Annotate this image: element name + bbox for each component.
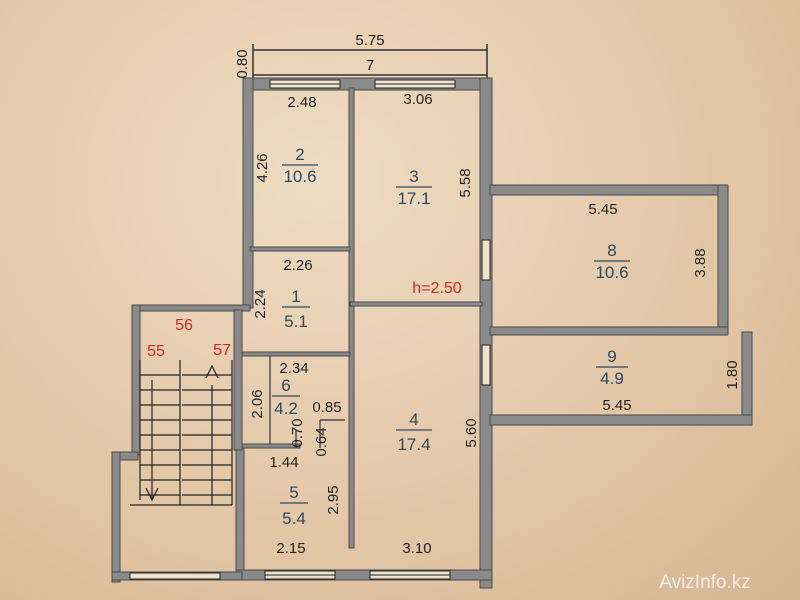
dim-room6-height: 2.06 (249, 389, 266, 418)
room-2: 2 10.6 (282, 145, 318, 186)
room-number: 2 (295, 145, 304, 164)
room-4: 4 17.4 (396, 410, 432, 454)
room-number: 3 (409, 167, 418, 186)
dim-room5-width: 2.15 (276, 540, 305, 557)
room-number: 8 (607, 241, 616, 260)
room-lines (269, 356, 345, 448)
room-number: 9 (607, 347, 616, 366)
room-area: 5.1 (284, 312, 308, 331)
room-number: 5 (289, 483, 298, 502)
dim-room5-height: 2.95 (325, 485, 342, 514)
dim-room1-width: 2.26 (283, 257, 312, 274)
room-9: 9 4.9 (596, 347, 628, 388)
staircase (130, 360, 233, 506)
room-area: 17.1 (397, 189, 430, 208)
dim-room3-width: 3.06 (403, 91, 432, 108)
room-area: 17.4 (397, 435, 430, 454)
dim-room4-width: 3.10 (402, 540, 431, 557)
dim-top-offset: 0.80 (234, 49, 251, 78)
dim-top-inner: 7 (366, 57, 374, 74)
dim-144: 1.44 (269, 454, 298, 471)
room-number: 4 (409, 410, 418, 429)
marker-56: 56 (175, 317, 193, 334)
watermark: AvizInfo.kz (659, 572, 751, 593)
dim-room6-width: 2.34 (279, 360, 308, 377)
dim-room3-height: 5.58 (457, 168, 474, 197)
room-1: 1 5.1 (282, 287, 310, 331)
top-dimension-line (252, 44, 488, 78)
dim-room2-height: 4.26 (254, 153, 271, 182)
dim-085: 0.85 (312, 399, 341, 416)
dim-room8-width: 5.45 (588, 201, 617, 218)
room-area: 4.2 (274, 399, 298, 418)
room-8: 8 10.6 (594, 241, 630, 282)
room-6: 6 4.2 (272, 376, 300, 418)
room-area: 10.6 (595, 263, 628, 282)
dim-room1-height: 2.24 (252, 289, 269, 318)
dim-room9-height: 1.80 (724, 360, 741, 389)
dim-room8-height: 3.88 (692, 248, 709, 277)
room-area: 4.9 (600, 369, 624, 388)
room-number: 6 (281, 376, 290, 395)
dim-070: 0.70 (289, 418, 306, 447)
dim-room9-width: 5.45 (602, 397, 631, 414)
marker-55: 55 (147, 343, 165, 360)
room-area: 10.6 (283, 167, 316, 186)
ceiling-height-label: h=2.50 (412, 280, 461, 297)
room-area: 5.4 (282, 509, 306, 528)
dim-room4-height: 5.60 (463, 418, 480, 447)
dim-room2-width: 2.48 (287, 94, 316, 111)
room-5: 5 5.4 (280, 483, 308, 528)
dim-top-width: 5.75 (355, 32, 384, 49)
room-3: 3 17.1 (396, 167, 432, 208)
room-number: 1 (291, 287, 300, 306)
dim-064: 0.64 (313, 427, 330, 456)
windows (129, 79, 491, 580)
marker-57: 57 (213, 342, 231, 359)
walls (111, 77, 753, 589)
